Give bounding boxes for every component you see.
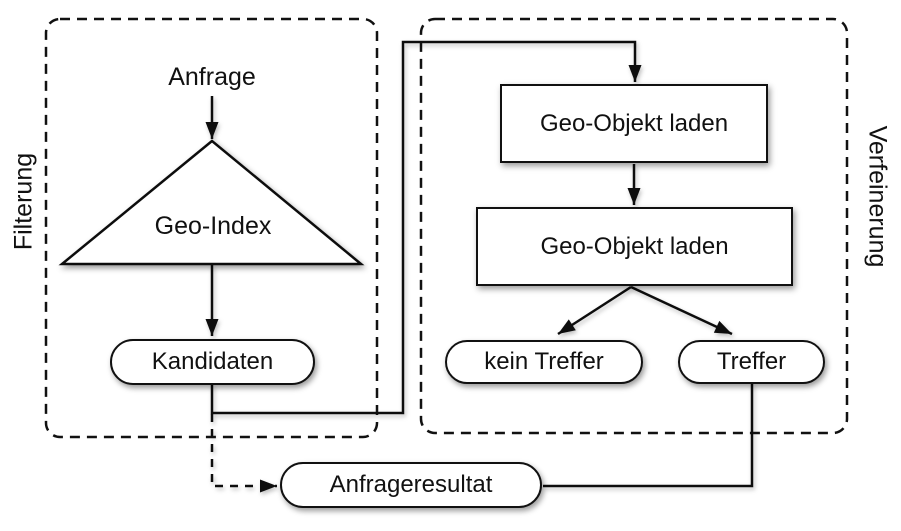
kein-treffer-node: kein Treffer (445, 340, 643, 384)
geo-index-triangle (58, 139, 365, 266)
edge-laden2-to-treffer (630, 285, 733, 336)
edge-laden2-to-keintreffer (557, 285, 632, 336)
treffer-node: Treffer (678, 340, 825, 384)
verfeinerung-group-label: Verfeinerung (863, 125, 892, 268)
filterung-group-label: Filterung (9, 152, 38, 251)
kandidaten-node: Kandidaten (110, 339, 315, 385)
geo-objekt-laden-node-1: Geo-Objekt laden (500, 84, 768, 163)
edge-treffer-to-anfrageresultat (543, 383, 754, 488)
anfrage-label: Anfrage (168, 63, 256, 91)
anfrageresultat-node: Anfrageresultat (280, 462, 542, 508)
edge-kandidaten-to-anfrageresultat-dashed (210, 414, 277, 493)
edge-kandidaten-to-laden1 (210, 40, 642, 415)
geo-index-label: Geo-Index (154, 212, 272, 240)
verfeinerung-group-box (419, 17, 849, 435)
geo-objekt-laden-node-2: Geo-Objekt laden (476, 207, 793, 286)
